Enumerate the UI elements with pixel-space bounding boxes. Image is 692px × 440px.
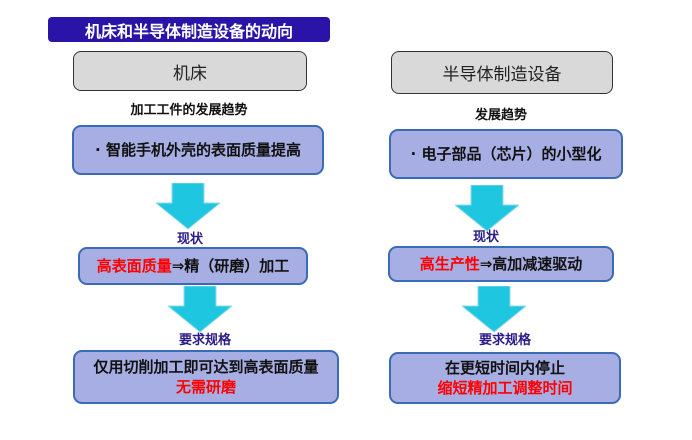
left-status-rest: ⇒精（研磨）加工 xyxy=(171,257,290,275)
right-down-arrow-1-icon xyxy=(455,185,519,232)
right-status-highlight: 高生产性 xyxy=(419,255,480,273)
left-requirement-box: 仅用切削加工即可达到高表面质量 无需研磨 xyxy=(73,350,339,404)
left-status-label: 现状 xyxy=(176,232,203,247)
category-semiconductor-equipment: 半导体制造设备 xyxy=(391,51,613,94)
right-status-rest: ⇒高加减速驱动 xyxy=(479,255,583,273)
right-requirement-line1: 在更短时间内停止 xyxy=(444,359,565,377)
right-trend-label: 发展趋势 xyxy=(474,108,527,123)
diagram-title: 机床和半导体制造设备的动向 xyxy=(48,17,330,42)
right-requirement-line2: 缩短精加工调整时间 xyxy=(437,379,573,397)
right-requirement-label: 要求规格 xyxy=(478,333,531,348)
right-status-box: 高生产性⇒高加减速驱动 xyxy=(388,246,614,282)
left-trend-box: · 智能手机外壳的表面质量提高 xyxy=(72,125,324,175)
left-down-arrow-2-icon xyxy=(168,286,232,333)
left-requirement-line1: 仅用切削加工即可达到高表面质量 xyxy=(93,358,319,376)
left-status-highlight: 高表面质量 xyxy=(96,257,172,275)
left-requirement-line2: 无需研磨 xyxy=(175,378,236,396)
left-status-box: 高表面质量⇒精（研磨）加工 xyxy=(78,247,308,285)
right-status-label: 现状 xyxy=(472,230,499,245)
right-trend-box: · 电子部品（芯片）的小型化 xyxy=(389,129,623,179)
right-requirement-box: 在更短时间内停止 缩短精加工调整时间 xyxy=(389,352,621,404)
right-down-arrow-2-icon xyxy=(462,286,526,333)
category-machine-tool: 机床 xyxy=(73,51,307,91)
left-trend-label: 加工工件的发展趋势 xyxy=(130,103,248,118)
left-requirement-label: 要求规格 xyxy=(178,333,231,348)
right-trend-text: · 电子部品（芯片）的小型化 xyxy=(410,145,602,163)
left-down-arrow-1-icon xyxy=(156,183,220,230)
left-trend-text: · 智能手机外壳的表面质量提高 xyxy=(95,141,301,159)
